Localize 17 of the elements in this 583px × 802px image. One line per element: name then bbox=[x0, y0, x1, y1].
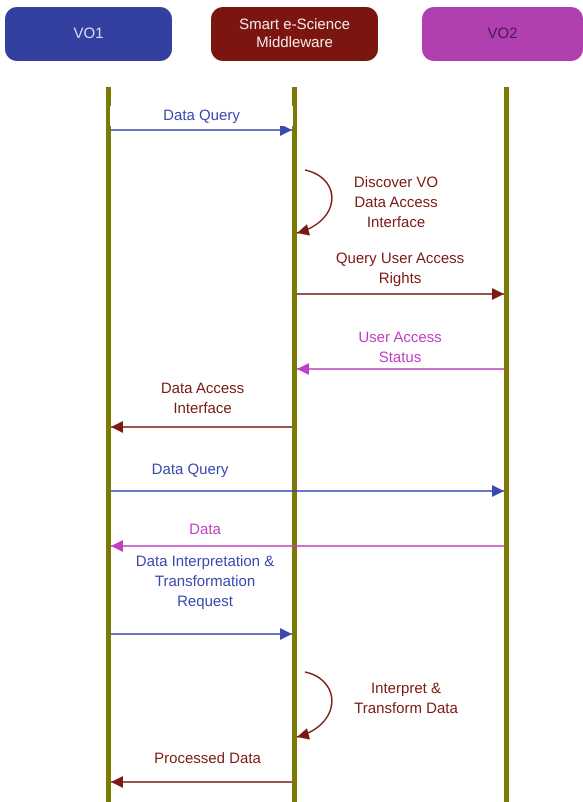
participant-box: Smart e-Science Middleware bbox=[211, 7, 378, 61]
message-arrow bbox=[297, 288, 504, 300]
message-arrow bbox=[111, 776, 292, 788]
message-arrow bbox=[111, 421, 292, 433]
participant-box: VO1 bbox=[5, 7, 172, 61]
self-message-arrow bbox=[296, 671, 332, 739]
message-arrow bbox=[111, 540, 504, 552]
participant-box: VO2 bbox=[422, 7, 583, 61]
self-message-arrow bbox=[296, 169, 332, 235]
lifeline-bar bbox=[292, 87, 297, 802]
message-arrow bbox=[111, 124, 292, 136]
message-arrow bbox=[111, 628, 292, 640]
edge-label: Data Query bbox=[110, 106, 293, 126]
lifeline-bar bbox=[106, 87, 111, 802]
message-arrow bbox=[297, 363, 504, 375]
message-arrow bbox=[111, 485, 504, 497]
lifeline-bar bbox=[504, 87, 509, 802]
